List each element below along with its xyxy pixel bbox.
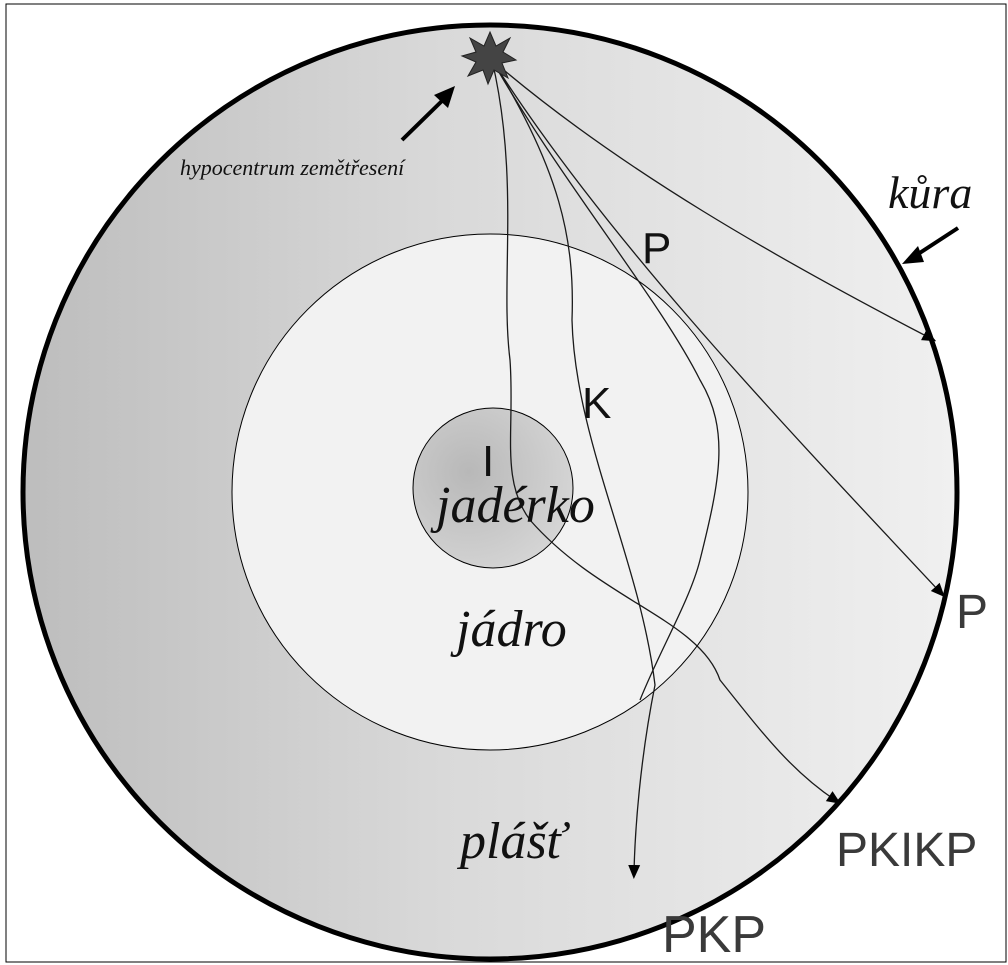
arrow-icon [400, 86, 455, 142]
wave-p-right-label: P [956, 586, 988, 639]
wave-k-label: K [582, 379, 611, 428]
ray-k [491, 59, 720, 701]
wave-pkp-label: PKP [662, 906, 766, 964]
ray-pkp [491, 59, 656, 879]
mantle-label: plášť [456, 813, 571, 870]
core-label: jádro [450, 601, 567, 658]
page-border [5, 3, 1007, 963]
inner-core [412, 407, 574, 569]
hypocenter-label: hypocentrum zemětřesení [180, 155, 406, 180]
crust-label: kůra [888, 167, 972, 218]
wave-p-upper-label: P [642, 224, 671, 273]
ray-p-right [491, 59, 945, 598]
ray-pkikp [491, 59, 841, 804]
ray-p-upper [491, 59, 937, 342]
wave-i-label: I [482, 437, 494, 486]
inner-core-label: jadérko [430, 477, 595, 534]
wave-pkikp-label: PKIKP [836, 824, 977, 877]
explosion-star-icon [460, 30, 518, 86]
arrow-icon [902, 226, 960, 264]
